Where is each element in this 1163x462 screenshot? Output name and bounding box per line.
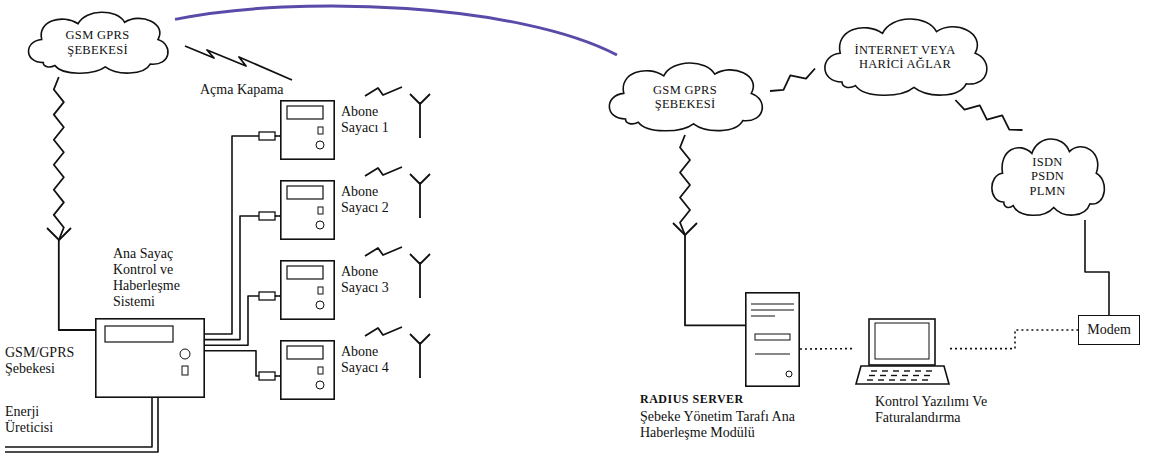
line-link bbox=[1085, 220, 1109, 315]
caption-group: Kontrol Yazılımı Ve Faturalandırma bbox=[875, 394, 1015, 426]
meter-drawing bbox=[280, 260, 335, 320]
cloud-label: İNTERNET VEYA HARİCİ AĞLAR bbox=[850, 42, 960, 71]
node-label: Abone Sayacı 3 bbox=[341, 264, 405, 296]
data-link bbox=[950, 330, 1078, 349]
server-tower bbox=[745, 292, 800, 387]
box-label: Modem bbox=[1087, 322, 1131, 338]
switch-label: Açma Kapama bbox=[200, 82, 300, 98]
radio-link bbox=[680, 135, 745, 325]
main-meter: Ana Sayaç Kontrol ve Haberleşme Sistemi bbox=[95, 318, 205, 398]
meter-drawing bbox=[280, 100, 335, 160]
meter-drawing bbox=[280, 180, 335, 240]
network-label: GSM/GPRS Şebekesi bbox=[5, 345, 90, 377]
network-link bbox=[175, 6, 617, 55]
node-label: Kontrol Yazılımı Ve Faturalandırma bbox=[875, 394, 1015, 426]
cloud-label: GSM GPRS ŞEBEKESİ bbox=[50, 28, 146, 57]
node-label: Abone Sayacı 2 bbox=[341, 184, 405, 216]
node-label: RADIUS SERVER bbox=[640, 393, 845, 407]
modem-box: Modem bbox=[1078, 315, 1140, 345]
radio-link bbox=[770, 69, 815, 92]
subscriber-meter: Abone Sayacı 2 bbox=[280, 180, 335, 240]
control-laptop: Kontrol Yazılımı Ve Faturalandırma bbox=[855, 318, 950, 386]
network-cloud: ISDN PSDN PLMN bbox=[985, 130, 1110, 220]
network-cloud: GSM GPRS ŞEBEKESİ bbox=[20, 5, 175, 77]
radio-bolt bbox=[185, 46, 292, 80]
switch bbox=[259, 132, 275, 140]
node-label: Ana Sayaç Kontrol ve Haberleşme Sistemi bbox=[113, 246, 203, 310]
switch bbox=[259, 212, 275, 220]
subscriber-meter: Abone Sayacı 4 bbox=[280, 340, 335, 400]
cloud-label: GSM GPRS ŞEBEKESİ bbox=[633, 82, 738, 111]
switch bbox=[259, 372, 275, 380]
wire bbox=[205, 296, 280, 345]
switch bbox=[259, 292, 275, 300]
energy-feed bbox=[5, 398, 158, 452]
wire bbox=[205, 216, 280, 340]
radius-server: RADIUS SERVERŞebeke Yönetim Tarafı Ana H… bbox=[745, 292, 800, 387]
node-label: Abone Sayacı 1 bbox=[341, 104, 405, 136]
cloud-label: ISDN PSDN PLMN bbox=[1018, 155, 1078, 198]
radio-link bbox=[955, 100, 1022, 130]
network-cloud: İNTERNET VEYA HARİCİ AĞLAR bbox=[815, 10, 995, 100]
meter-drawing bbox=[280, 340, 335, 400]
data-link bbox=[800, 348, 855, 350]
network-cloud: GSM GPRS ŞEBEKESİ bbox=[600, 55, 770, 135]
meter-drawing bbox=[95, 318, 205, 398]
subscriber-meter: Abone Sayacı 1 bbox=[280, 100, 335, 160]
node-label: Abone Sayacı 4 bbox=[341, 344, 405, 376]
laptop bbox=[855, 318, 950, 386]
subscriber-meter: Abone Sayacı 3 bbox=[280, 260, 335, 320]
wire bbox=[205, 136, 280, 334]
caption-group: RADIUS SERVER Şebeke Yönetim Tarafı Ana H… bbox=[640, 393, 845, 441]
energy-label: Enerji Üreticisi bbox=[5, 404, 75, 436]
node-label: Şebeke Yönetim Tarafı Ana Haberleşme Mod… bbox=[640, 409, 845, 441]
radio-link bbox=[54, 77, 95, 330]
